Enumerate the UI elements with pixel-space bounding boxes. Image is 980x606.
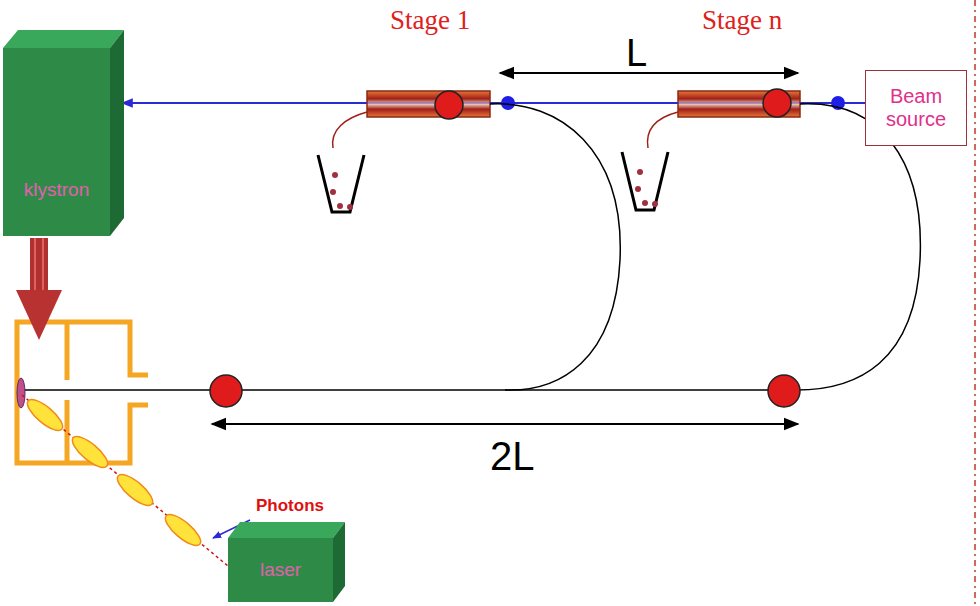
transfer-line bbox=[790, 104, 920, 390]
drive-beam-line bbox=[22, 389, 790, 391]
bunch bbox=[435, 91, 463, 119]
laser-pulses bbox=[22, 395, 228, 566]
bunch bbox=[210, 375, 242, 407]
photocathode bbox=[17, 378, 25, 408]
rf-power-arrow bbox=[16, 238, 62, 340]
klystron-box bbox=[3, 30, 124, 236]
boundary-line bbox=[974, 0, 976, 606]
dimension-arrow bbox=[212, 423, 798, 425]
beam-source-box: Beam source bbox=[865, 70, 967, 146]
laser-label-box: laser bbox=[228, 540, 333, 600]
node-text: klystron bbox=[24, 179, 89, 201]
accelerating-structure bbox=[367, 91, 800, 117]
node-text: Beam source bbox=[870, 85, 962, 131]
stage-label: Stage n bbox=[702, 7, 782, 34]
dimension-arrow bbox=[500, 72, 798, 74]
beam-dump bbox=[318, 112, 678, 212]
bunch bbox=[763, 89, 791, 117]
transfer-line bbox=[490, 104, 620, 390]
node-text: laser bbox=[260, 559, 301, 581]
klystron-label-box: klystron bbox=[3, 150, 110, 230]
dimension-label: L bbox=[626, 34, 647, 72]
stage-label: Stage 1 bbox=[390, 7, 470, 34]
laser-box bbox=[228, 522, 345, 602]
dimension-label: 2L bbox=[490, 436, 535, 476]
photons-label: Photons bbox=[256, 497, 324, 514]
main-bunch bbox=[501, 96, 515, 110]
bunch bbox=[768, 375, 800, 407]
